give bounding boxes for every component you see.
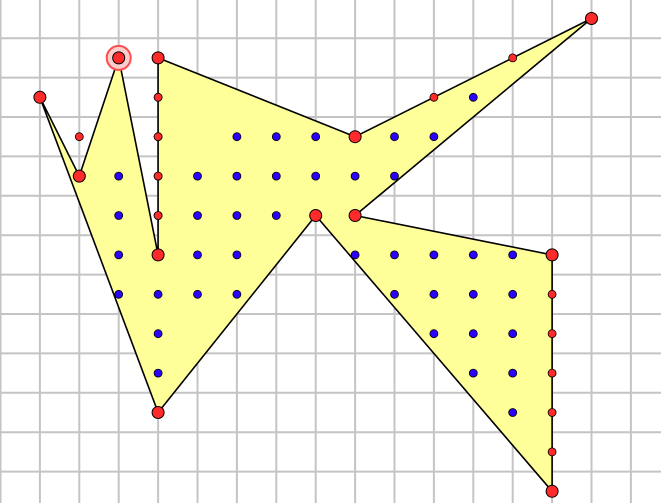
interior-point bbox=[232, 132, 242, 142]
interior-point bbox=[114, 171, 124, 181]
boundary-point bbox=[547, 329, 557, 339]
interior-point bbox=[508, 368, 518, 378]
interior-point bbox=[350, 171, 360, 181]
polygon-vertex[interactable] bbox=[348, 130, 362, 144]
interior-point bbox=[429, 329, 439, 339]
polygon-vertex[interactable] bbox=[348, 209, 362, 222]
interior-point bbox=[468, 250, 478, 260]
boundary-point bbox=[74, 132, 84, 142]
interior-point bbox=[311, 171, 321, 181]
boundary-point bbox=[153, 171, 163, 181]
interior-point bbox=[429, 250, 439, 260]
interior-point bbox=[390, 132, 399, 142]
polygon-vertices[interactable] bbox=[33, 12, 598, 498]
interior-point bbox=[468, 289, 478, 299]
boundary-point bbox=[429, 92, 439, 102]
interior-point bbox=[232, 289, 242, 299]
boundary-point bbox=[153, 132, 163, 142]
interior-point bbox=[193, 211, 202, 220]
polygon-vertex[interactable] bbox=[151, 406, 165, 419]
polygon-vertex[interactable] bbox=[545, 248, 559, 262]
interior-point bbox=[468, 92, 478, 102]
interior-point bbox=[429, 289, 439, 299]
interior-point bbox=[193, 171, 202, 181]
interior-point bbox=[508, 408, 518, 417]
interior-point bbox=[468, 368, 478, 378]
interior-point bbox=[153, 329, 163, 339]
interior-point bbox=[193, 289, 202, 299]
interior-point bbox=[271, 171, 281, 181]
interior-point bbox=[232, 250, 242, 260]
polygon-vertex[interactable] bbox=[151, 248, 165, 262]
interior-point bbox=[390, 171, 399, 181]
polygon-vertex[interactable] bbox=[33, 90, 47, 104]
interior-point bbox=[429, 132, 439, 142]
interior-point bbox=[508, 329, 518, 339]
boundary-point bbox=[547, 368, 557, 378]
interior-points bbox=[114, 92, 518, 417]
interior-point bbox=[193, 250, 202, 260]
interior-point bbox=[271, 132, 281, 142]
polygon-vertex[interactable] bbox=[151, 51, 165, 65]
boundary-point bbox=[547, 447, 557, 457]
interior-point bbox=[153, 368, 163, 378]
polygon-vertex[interactable] bbox=[309, 209, 323, 222]
interior-point bbox=[311, 132, 321, 142]
boundary-point bbox=[153, 92, 163, 102]
polygon-vertex[interactable] bbox=[545, 484, 559, 498]
interior-point bbox=[114, 211, 124, 220]
interior-point bbox=[114, 250, 124, 260]
interior-point bbox=[390, 250, 399, 260]
interior-point bbox=[390, 289, 399, 299]
interior-point bbox=[232, 211, 242, 220]
interior-point bbox=[271, 211, 281, 220]
polygon-vertex[interactable] bbox=[112, 51, 126, 65]
boundary-point bbox=[547, 289, 557, 299]
interior-point bbox=[232, 171, 242, 181]
interior-point bbox=[508, 250, 518, 260]
interior-point bbox=[153, 289, 163, 299]
interior-point bbox=[350, 250, 360, 260]
boundary-points bbox=[74, 53, 557, 457]
boundary-point bbox=[547, 408, 557, 417]
polygon-vertex[interactable] bbox=[72, 169, 86, 183]
interior-point bbox=[508, 289, 518, 299]
polygon-vertex[interactable] bbox=[585, 12, 598, 25]
boundary-point bbox=[508, 53, 518, 63]
interior-point bbox=[468, 329, 478, 339]
interior-point bbox=[114, 289, 124, 299]
boundary-point bbox=[153, 211, 163, 220]
